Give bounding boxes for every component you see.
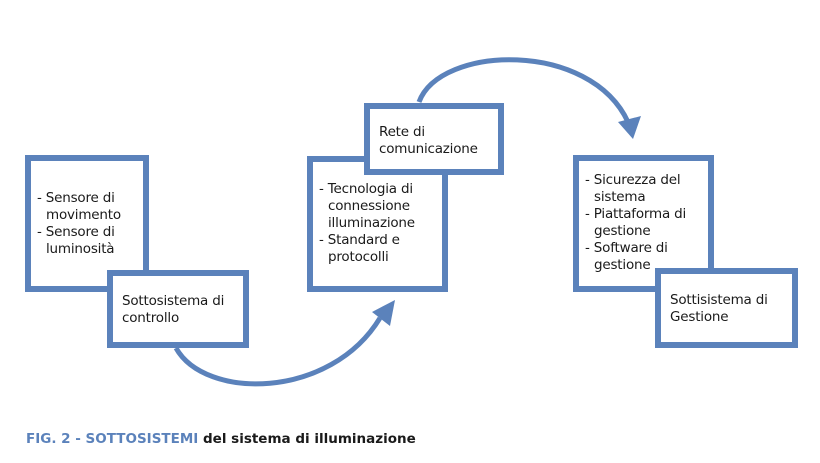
caption-text: del sistema di illuminazione: [198, 431, 416, 447]
rete-comunicazione-box: [364, 103, 504, 175]
arrowhead-gestione: [618, 116, 641, 139]
security-list: - Sicurezza del sistema - Piattaforma di…: [585, 172, 695, 274]
detail-item: - Piattaforma di gestione: [585, 206, 687, 239]
detail-item: - Sensore di luminosità: [37, 224, 115, 257]
rete-comunicazione-title: Rete di comunicazione: [379, 124, 478, 157]
detail-item: - Standard e protocolli: [319, 232, 400, 265]
arrowhead-rete: [372, 300, 395, 326]
figure-caption: FIG. 2 - SOTTOSISTEMI del sistema di ill…: [26, 431, 416, 447]
technology-box: [307, 156, 448, 292]
caption-label: FIG. 2 - SOTTOSISTEMI: [26, 431, 199, 447]
sensors-list: - Sensore di movimento - Sensore di lumi…: [37, 190, 142, 258]
sottosistema-controllo-box: [107, 270, 249, 348]
sottisistema-gestione-box: [655, 268, 798, 348]
detail-item: - Sensore di movimento: [37, 190, 121, 223]
detail-item: - Tecnologia di connessione illuminazion…: [319, 181, 415, 231]
arrow-rete-to-gestione: [416, 57, 631, 124]
sottosistema-controllo-title: Sottosistema di controllo: [122, 293, 225, 326]
technology-list: - Tecnologia di connessione illuminazion…: [319, 181, 443, 266]
detail-item: - Software di gestione: [585, 240, 668, 273]
sottisistema-gestione-title: Sottisistema di Gestione: [670, 292, 768, 325]
detail-item: - Sicurezza del sistema: [585, 172, 681, 205]
arrow-controllo-to-rete: [173, 316, 383, 387]
sensors-box: [25, 155, 149, 292]
